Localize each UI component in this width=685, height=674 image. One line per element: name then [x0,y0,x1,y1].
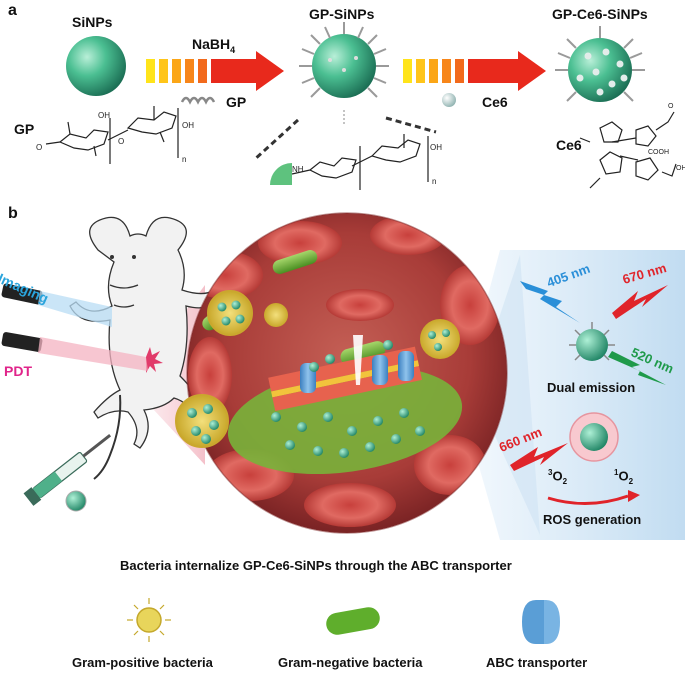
gp-coil-icon [180,96,216,105]
surface-wedge [270,163,292,185]
ce6-chemical-structure [579,111,677,189]
gram-positive-bacterium-top-left [264,303,288,327]
gram-positive-bacterium-top-right [420,319,460,359]
laser-660-bolt [510,443,568,471]
injected-nanoparticle [65,490,87,512]
panel-b-caption: Bacteria internalize GP-Ce6-SiNPs throug… [120,558,512,573]
gp-sinp-particle [299,22,389,98]
internalized-nanoparticles [271,340,425,458]
svg-text:OH: OH [676,165,685,172]
imaging-laser-fiber [1,283,112,327]
singlet-oxygen-label: 1O2 [614,468,634,486]
dual-emission-nanoparticle [569,322,615,361]
right-beam [490,255,540,535]
panel-b-graphics [1,212,685,540]
laser-670-bolt [612,285,668,319]
mouse-eye-left [110,255,114,259]
syringe-icon [23,434,112,506]
ros-generation-label: ROS generation [543,512,642,527]
zoom-line-right [385,116,437,134]
legend-gram-positive-label: Gram-positive bacteria [72,655,213,670]
svg-text:OH: OH [182,121,194,130]
panel-a-graphics: O OH n OH O NH n OH O OH COOH [36,22,685,190]
legend-gram-negative-icon [326,607,380,635]
panel-a-letter: a [8,2,17,19]
panel-b-letter: b [8,205,18,222]
svg-text:OH: OH [430,143,442,152]
blood-vessel-scene [187,213,507,533]
laser-405-bolt [520,281,580,323]
reaction-arrow-1 [146,51,284,91]
gram-negative-bacterium-small [272,250,318,274]
reaction-arrow-2 [403,51,546,91]
cooh-label: COOH [648,149,669,156]
sinps-label: SiNPs [72,14,113,30]
surface-chemical-structure [291,134,429,190]
gp-oh-label: OH [98,111,110,120]
zoom-line-left [252,118,300,162]
nabh4-label: NaBH4 [192,36,236,55]
svg-text:n: n [432,177,436,186]
svg-text:O: O [668,103,674,110]
svg-text:O: O [36,143,42,152]
mouse-eye-right [132,255,136,259]
legend-abc-transporter-label: ABC transporter [486,655,588,670]
gp-ce6-sinp-particle [555,26,645,102]
entry-arrow-icon [353,335,363,385]
blood-vessel-border [186,212,508,534]
gp-arrow-label: GP [226,94,247,110]
gram-negative-bacterium-center [340,341,386,365]
gram-positive-bacterium-left [175,394,229,448]
legend-graphics [127,598,560,644]
ros-arrow-head [628,490,640,502]
ros-nanoparticle [569,412,619,462]
ros-conversion-arrow [547,494,629,505]
ce6-bead-icon [442,93,456,107]
laser-520-bolt [608,351,666,385]
gp-sinps-label: GP-SiNPs [309,6,375,22]
gp-structure-label: GP [14,121,35,137]
pdt-label: PDT [4,363,32,379]
gp-chemical-structure [45,106,179,164]
gp-n-label: n [182,155,186,164]
ce6-structure-label: Ce6 [556,137,582,153]
gp-o-label: O [118,137,124,146]
nh-label: NH [292,165,304,174]
red-blood-cells [187,215,500,527]
legend-gram-positive-icon [127,598,171,642]
legend-gram-negative-label: Gram-negative bacteria [278,655,423,670]
legend-abc-transporter-icon [522,600,560,644]
pdt-spark-icon [146,347,163,373]
gram-positive-bacterium-top [207,290,253,336]
sinp-sphere [66,36,126,96]
triplet-oxygen-label: 3O2 [548,468,568,486]
dual-emission-label: Dual emission [547,380,636,395]
pdt-laser-fiber [1,332,148,371]
gp-ce6-sinps-label: GP-Ce6-SiNPs [552,6,648,22]
ce6-arrow-label: Ce6 [482,94,508,110]
